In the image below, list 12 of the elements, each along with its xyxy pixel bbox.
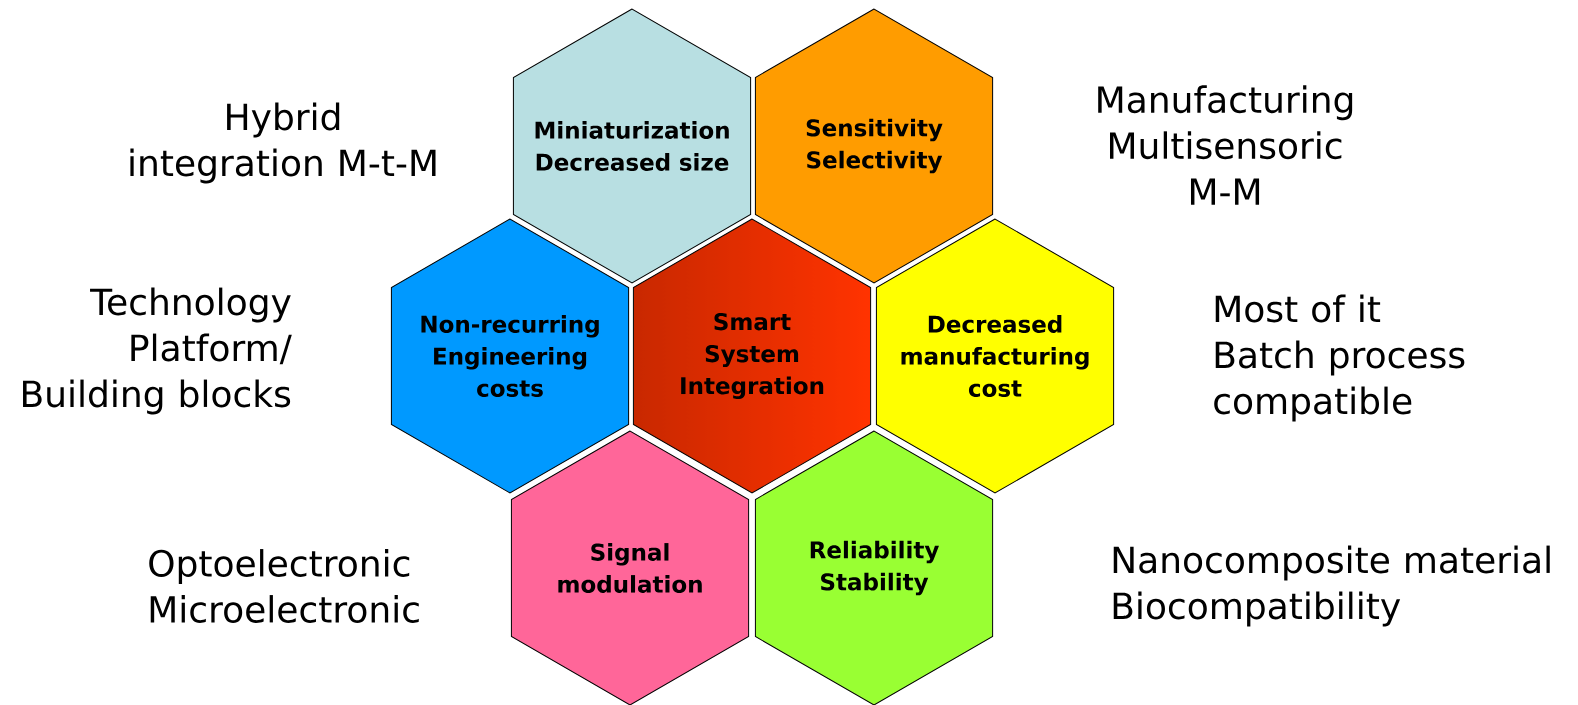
side-label: Technology Platform/ Building blocks xyxy=(23,287,292,415)
side-label: Hybrid integration M-t-M xyxy=(130,102,436,184)
hexagon-tile: Sensitivity Selectivity xyxy=(754,8,994,284)
hexagon-tile: Reliability Stability xyxy=(754,430,994,705)
side-label: Nanocomposite material Biocompatibility xyxy=(1113,545,1550,627)
side-label: Most of it Batch process compatible xyxy=(1214,294,1465,422)
side-label: Manufacturing Multisensoric M-M xyxy=(1098,85,1353,205)
hexagon-tile: Signal modulation xyxy=(510,430,750,705)
side-label: Optoelectronic Microelectronic xyxy=(149,549,419,623)
hexagon-tile: Non-recurring Engineering costs xyxy=(390,218,630,494)
hexagon-tile: Miniaturization Decreased size xyxy=(512,8,752,284)
hexagon-tile: Decreased manufacturing cost xyxy=(875,218,1115,494)
